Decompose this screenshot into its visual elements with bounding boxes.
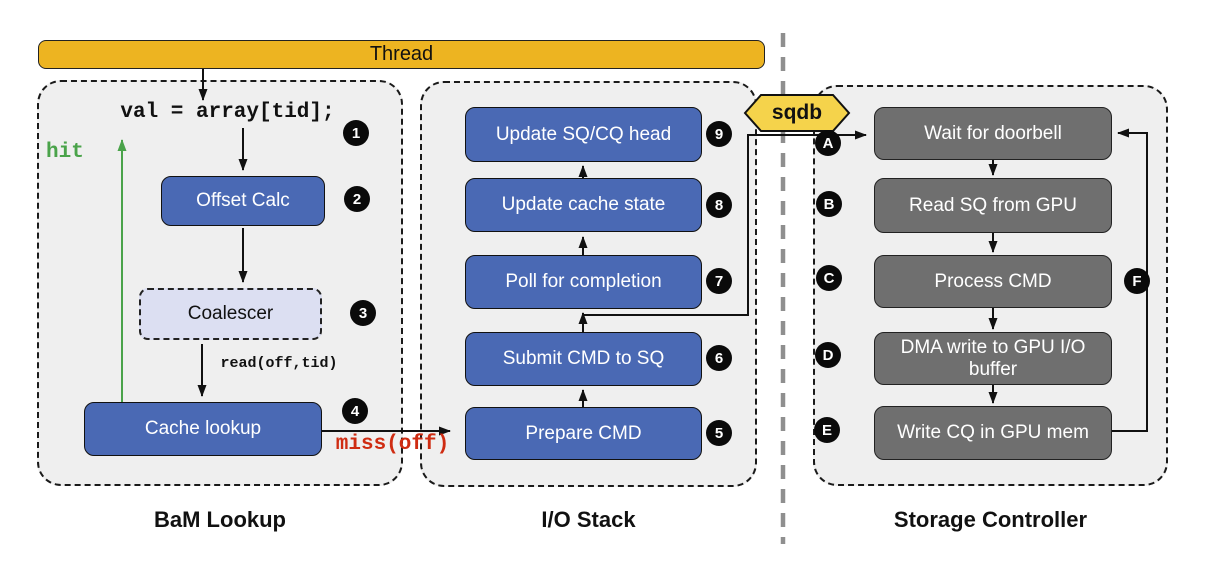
- hit-label: hit: [46, 141, 84, 164]
- offset-calc-box: Offset Calc: [161, 176, 325, 226]
- sc-step-process-cmd-box: Process CMD: [874, 255, 1112, 308]
- offset-calc-label: Offset Calc: [196, 190, 290, 212]
- step-badge-C: C: [816, 265, 842, 291]
- sc-step-label: Process CMD: [934, 270, 1052, 292]
- step-badge-B: B: [816, 191, 842, 217]
- step-badge-6: 6: [706, 345, 732, 371]
- step-badge-9: 9: [706, 121, 732, 147]
- thread-label: Thread: [369, 43, 434, 65]
- io-step-prepare-box: Prepare CMD: [465, 407, 702, 460]
- read-call-label: read(off,tid): [220, 355, 338, 372]
- thread-bar: Thread: [38, 40, 765, 69]
- io-step-label: Prepare CMD: [525, 422, 642, 444]
- step-badge-3: 3: [350, 300, 376, 326]
- storage-controller-title: Storage Controller: [893, 507, 1088, 532]
- io-stack-title: I/O Stack: [541, 507, 636, 532]
- sc-step-dma-write-box: DMA write to GPU I/O buffer: [874, 332, 1112, 385]
- sqdb-label: sqdb: [771, 101, 823, 124]
- sc-step-wait-doorbell-box: Wait for doorbell: [874, 107, 1112, 160]
- io-step-label: Poll for completion: [505, 271, 662, 293]
- step-badge-7: 7: [706, 268, 732, 294]
- step-badge-2: 2: [344, 186, 370, 212]
- step-badge-5: 5: [706, 420, 732, 446]
- sc-step-label: Write CQ in GPU mem: [897, 422, 1089, 444]
- step-badge-8: 8: [706, 192, 732, 218]
- step-badge-D: D: [815, 342, 841, 368]
- code-line: val = array[tid];: [120, 101, 335, 124]
- coalescer-label: Coalescer: [187, 303, 274, 325]
- miss-label: miss(off): [335, 433, 450, 456]
- io-step-label: Submit CMD to SQ: [502, 348, 665, 370]
- step-badge-4: 4: [342, 398, 368, 424]
- step-badge-E: E: [814, 417, 840, 443]
- sc-step-label: DMA write to GPU I/O buffer: [900, 337, 1086, 380]
- io-step-poll-box: Poll for completion: [465, 255, 702, 309]
- bam-lookup-title: BaM Lookup: [154, 507, 286, 532]
- io-step-update-cache-box: Update cache state: [465, 178, 702, 232]
- cache-lookup-box: Cache lookup: [84, 402, 322, 456]
- sc-step-label: Read SQ from GPU: [909, 194, 1077, 216]
- io-step-submit-box: Submit CMD to SQ: [465, 332, 702, 386]
- coalescer-box: Coalescer: [139, 288, 322, 340]
- step-badge-F: F: [1124, 268, 1150, 294]
- sc-step-write-cq-box: Write CQ in GPU mem: [874, 406, 1112, 460]
- cache-lookup-label: Cache lookup: [144, 418, 262, 440]
- step-badge-A: A: [815, 130, 841, 156]
- step-badge-1: 1: [343, 120, 369, 146]
- sc-step-read-sq-box: Read SQ from GPU: [874, 178, 1112, 233]
- io-step-label: Update cache state: [501, 194, 666, 216]
- io-step-label: Update SQ/CQ head: [495, 123, 672, 145]
- sc-step-label: Wait for doorbell: [924, 122, 1062, 144]
- io-step-update-head-box: Update SQ/CQ head: [465, 107, 702, 162]
